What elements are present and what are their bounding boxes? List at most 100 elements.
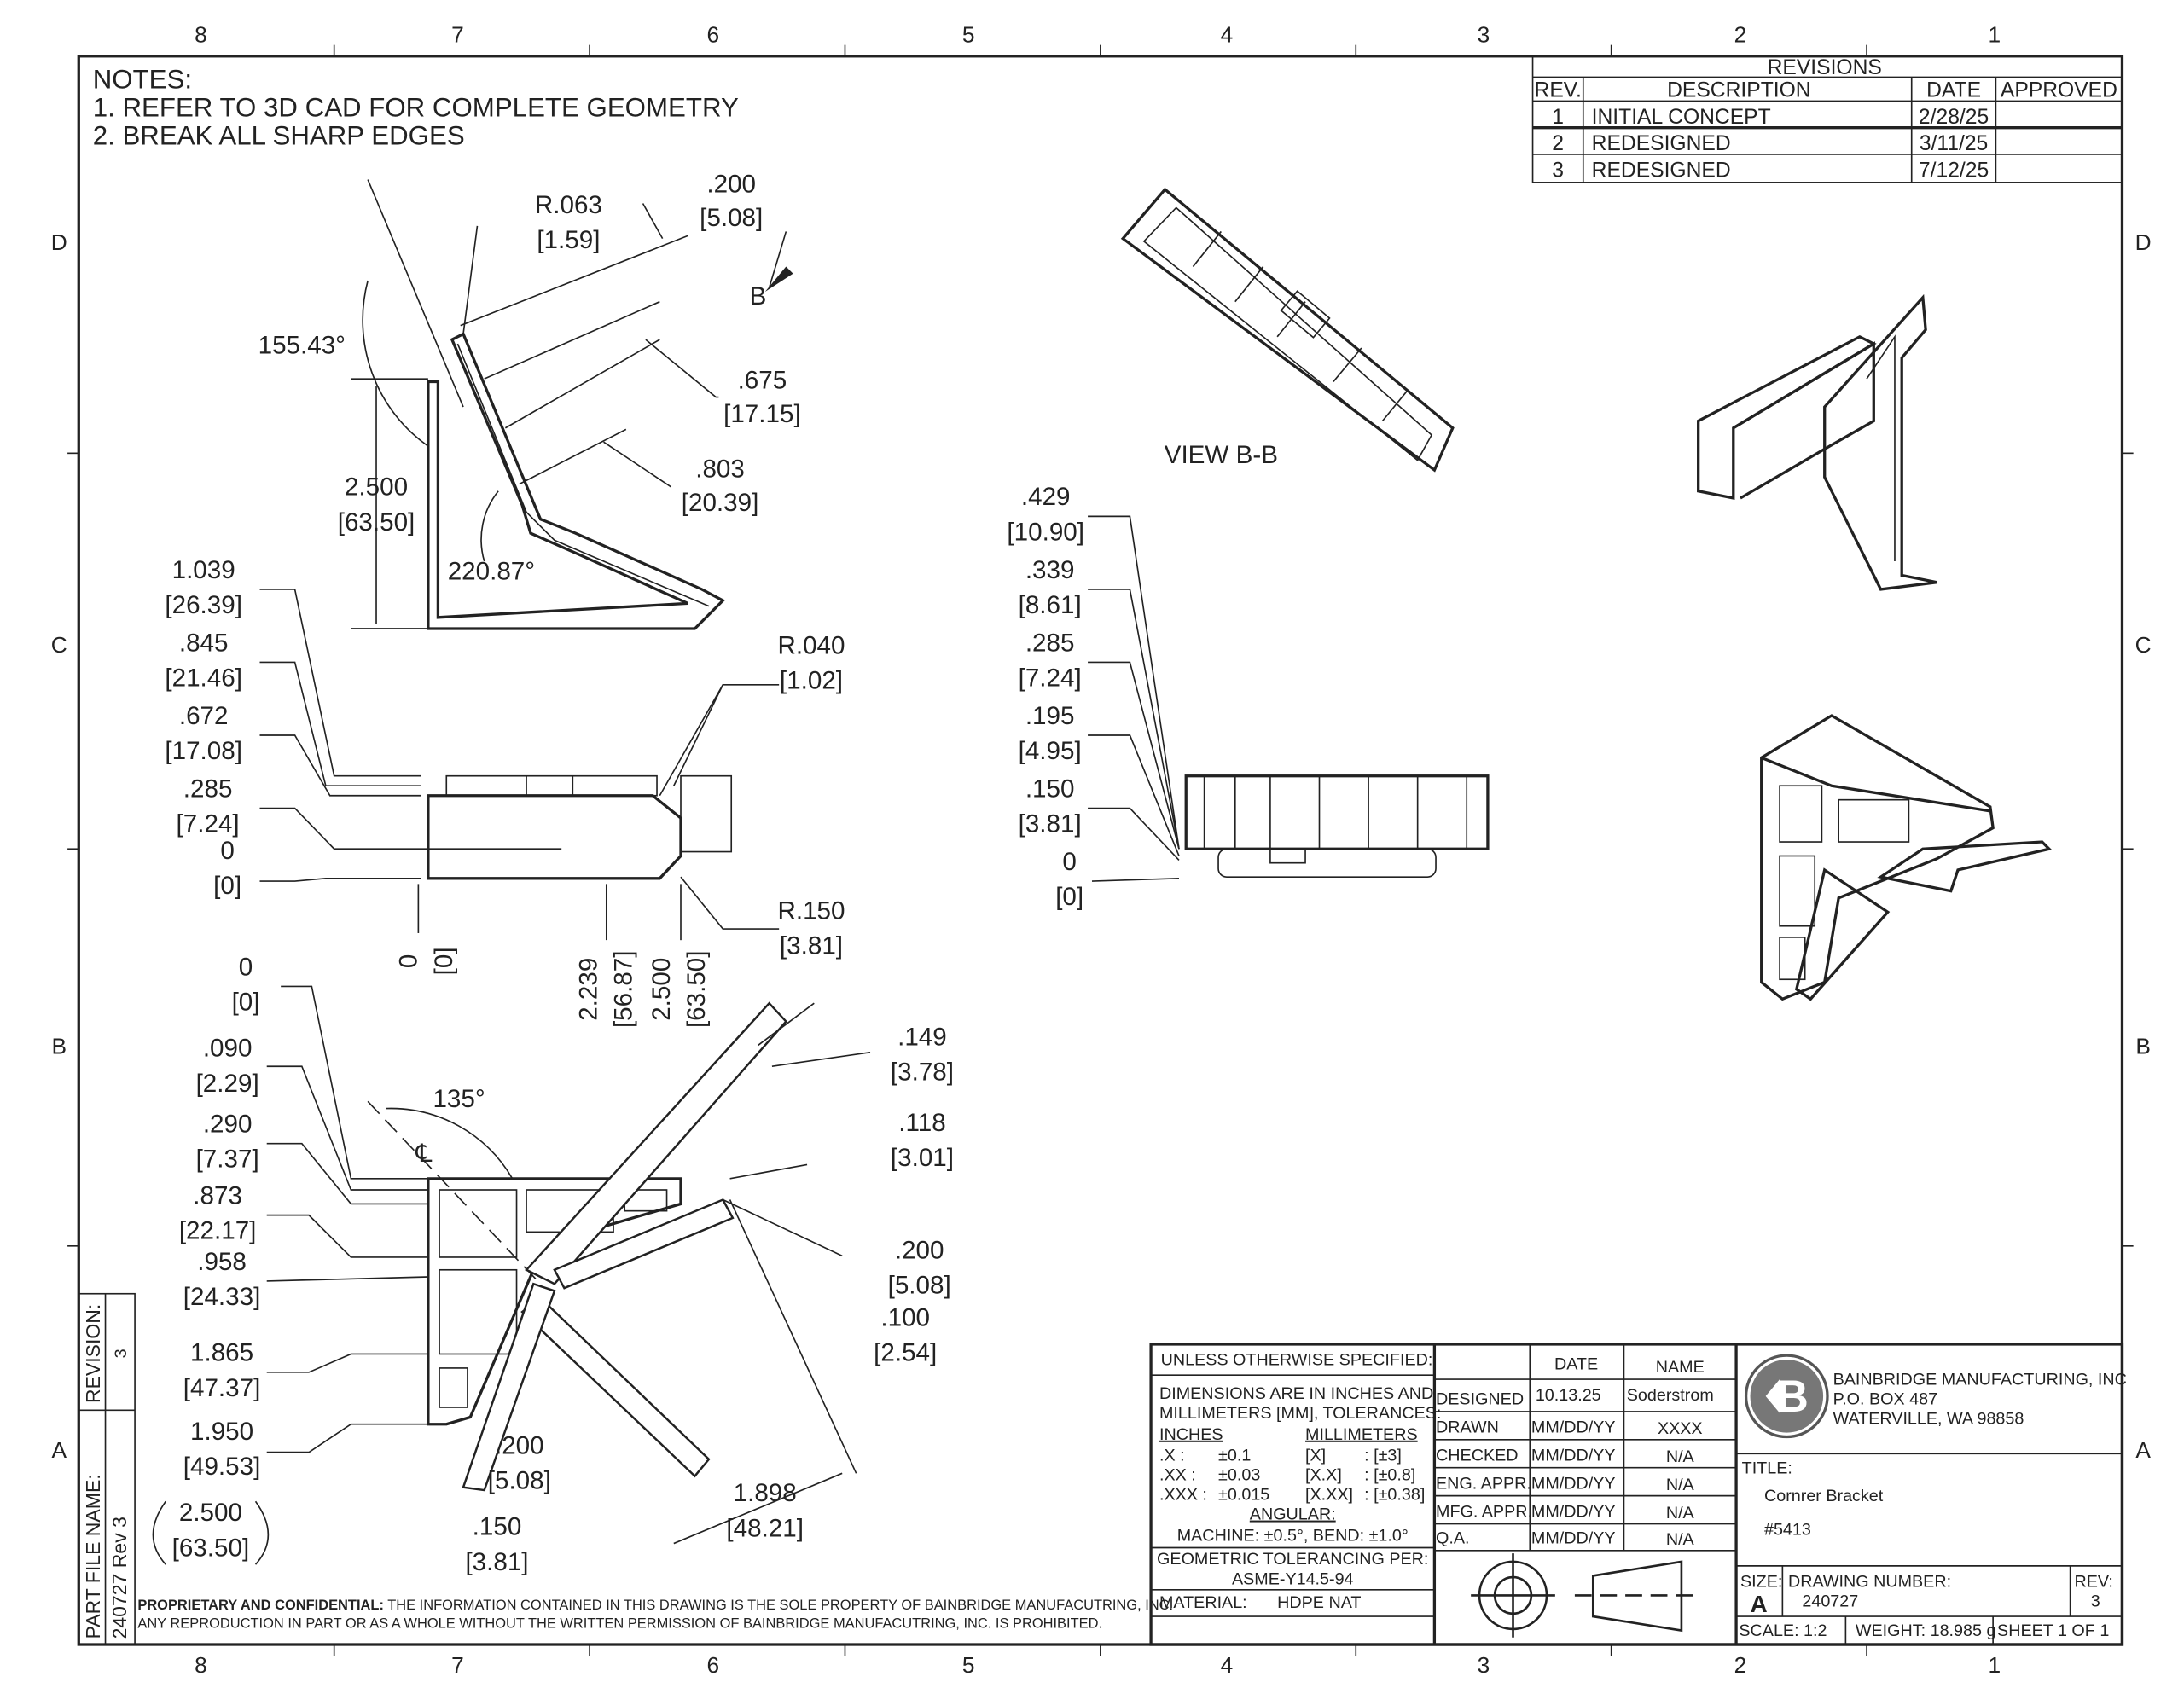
dim-label: [2.29] [196, 1070, 259, 1098]
rev-header: APPROVED [2001, 79, 2117, 102]
dim-label: [21.46] [165, 664, 242, 692]
approval-name: Soderstrom [1627, 1386, 1714, 1405]
tol-value: ±0.03 [1218, 1466, 1260, 1485]
approval-name: N/A [1666, 1447, 1695, 1466]
approval-role: DESIGNED [1436, 1390, 1524, 1409]
isometric-view-bottom [1760, 714, 2053, 1001]
zone-col: 6 [707, 1652, 720, 1678]
rev-date: 7/12/25 [1919, 159, 1989, 182]
note-line: 2. BREAK ALL SHARP EDGES [93, 120, 465, 150]
tol-value: ±0.015 [1218, 1486, 1269, 1505]
unless-specified: UNLESS OTHERWISE SPECIFIED: [1161, 1351, 1433, 1370]
dim-label: [1.59] [537, 226, 600, 254]
dims-note: DIMENSIONS ARE IN INCHES AND [1159, 1384, 1433, 1403]
inches-header: INCHES [1159, 1425, 1223, 1444]
dim-label: [17.08] [165, 737, 242, 765]
drawing-number: 240727 [1802, 1592, 1858, 1611]
dim-label: [7.24] [1019, 664, 1082, 692]
dim-label: [26.39] [165, 591, 242, 619]
size-label: SIZE: [1740, 1573, 1782, 1592]
dim-label: .285 [183, 774, 233, 803]
revision-label: REVISION: [82, 1304, 104, 1403]
proprietary-text: THE INFORMATION CONTAINED IN THIS DRAWIN… [384, 1598, 1173, 1613]
dim-label: [20.39] [682, 489, 759, 517]
approval-name: XXXX [1658, 1419, 1703, 1438]
dim-label: [3.81] [1019, 810, 1082, 838]
dim-label: [17.15] [723, 400, 801, 428]
company-name: BAINBRIDGE MANUFACTURING, INC [1833, 1371, 2127, 1389]
approval-date: MM/DD/YY [1531, 1418, 1616, 1437]
angular-header: ANGULAR: [1250, 1505, 1336, 1524]
dim-label: 0 [239, 953, 253, 981]
dim-label: [63.50] [338, 508, 415, 537]
approval-name: N/A [1666, 1476, 1695, 1494]
approval-role: Q.A. [1436, 1529, 1469, 1548]
title-label: TITLE: [1742, 1459, 1792, 1477]
dim-label: [7.24] [177, 810, 240, 838]
logo-letter: B [1776, 1372, 1809, 1422]
approval-role: DRAWN [1436, 1418, 1499, 1437]
drawing-title: Cornrer Bracket [1764, 1487, 1884, 1505]
proprietary-bold: PROPRIETARY AND CONFIDENTIAL: [137, 1598, 384, 1613]
side-view: 1.039 [26.39] .845 [21.46] .672 [17.08] … [165, 556, 845, 1028]
dim-label: .150 [1025, 774, 1075, 803]
rev-number: 3 [1552, 159, 1564, 182]
dim-label: 155.43° [258, 332, 346, 360]
zone-col: 6 [707, 21, 720, 47]
company-address: P.O. BOX 487 [1833, 1390, 1938, 1409]
zone-col: 2 [1734, 21, 1747, 47]
zone-row: D [51, 229, 67, 255]
approval-date: MM/DD/YY [1531, 1474, 1616, 1493]
tol-mm-value: : [±0.8] [1364, 1466, 1415, 1485]
zone-row: A [2135, 1437, 2151, 1463]
part-number: #5413 [1764, 1521, 1811, 1540]
dim-label: .200 [706, 170, 756, 198]
dim-label: [24.33] [183, 1283, 261, 1311]
rev-value: 3 [2091, 1592, 2100, 1611]
tol-mm-key: [X.XX] [1305, 1486, 1353, 1505]
dim-label: 2.500 [345, 473, 408, 502]
dim-label: [22.17] [179, 1217, 257, 1245]
dim-label: [8.61] [1019, 591, 1082, 619]
dim-label: .873 [193, 1181, 242, 1209]
dim-label: 0 [1062, 848, 1076, 876]
top-view: R.063 [1.59] .200 [5.08] B 155.43° .675 … [258, 170, 801, 630]
dim-label: [7.37] [196, 1146, 259, 1174]
rev-description: INITIAL CONCEPT [1592, 106, 1771, 129]
rev-number: 2 [1552, 132, 1564, 155]
zone-col: 7 [451, 21, 464, 47]
dim-label: [5.08] [700, 204, 763, 232]
tol-mm-value: : [±3] [1364, 1447, 1402, 1465]
rev-header: DESCRIPTION [1667, 79, 1811, 102]
material-label: MATERIAL: [1159, 1593, 1247, 1612]
dim-label: [56.87] [609, 950, 637, 1028]
zone-col: 8 [195, 21, 207, 47]
approval-date: 10.13.25 [1536, 1386, 1601, 1405]
tol-mm-key: [X.X] [1305, 1466, 1342, 1485]
zone-col: 3 [1478, 1652, 1490, 1678]
dim-label: .958 [197, 1248, 247, 1276]
dim-label: 1.039 [172, 556, 235, 584]
approval-role: ENG. APPR. [1436, 1474, 1531, 1493]
tol-key: .XX : [1159, 1466, 1196, 1485]
dim-label: .429 [1021, 483, 1071, 511]
zone-row: C [2135, 632, 2152, 658]
date-header: DATE [1554, 1355, 1598, 1374]
dim-label: 1.950 [190, 1418, 253, 1446]
dim-label: 220.87° [448, 557, 535, 585]
view-bb: VIEW B-B .429 [10.90] .339 [8.61] .285 [… [1007, 187, 1490, 911]
dim-label: [5.08] [888, 1272, 951, 1300]
rev-header: DATE [1926, 79, 1981, 102]
material-value: HDPE NAT [1277, 1593, 1361, 1612]
dim-label: R.040 [777, 632, 845, 660]
dim-label: 1.865 [190, 1339, 253, 1367]
scale: SCALE: 1:2 [1739, 1621, 1827, 1640]
dim-label: [0] [232, 988, 260, 1016]
zone-col: 2 [1734, 1652, 1747, 1678]
part-file-box: REVISION: 3 PART FILE NAME: 240727 Rev 3 [78, 1292, 136, 1645]
dim-label: [49.53] [183, 1453, 261, 1481]
zone-row: A [51, 1437, 67, 1463]
geo-tol-label: GEOMETRIC TOLERANCING PER: [1157, 1550, 1428, 1569]
dim-label: [2.54] [874, 1339, 937, 1367]
zone-col: 4 [1221, 21, 1234, 47]
